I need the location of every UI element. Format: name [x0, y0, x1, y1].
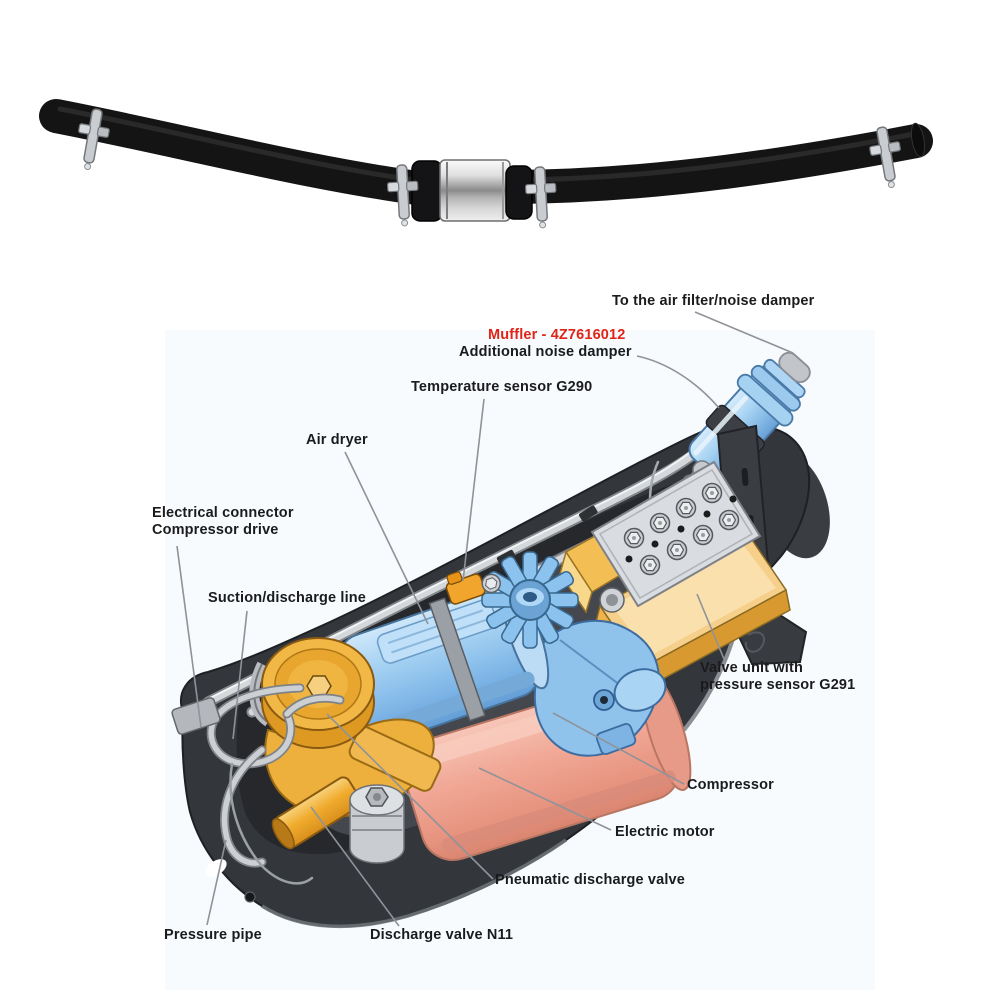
label-to-air-filter: To the air filter/noise damper — [612, 293, 814, 310]
label-text: Temperature sensor G290 — [411, 379, 593, 395]
label-text: Air dryer — [306, 432, 368, 448]
temperature-sensor-part — [445, 571, 501, 605]
label-text: Muffler - 4Z7616012 — [488, 327, 626, 343]
hose-right — [495, 124, 933, 204]
label-text: Pressure pipe — [164, 927, 262, 943]
front-tubes — [171, 683, 345, 885]
label-valve-unit: Valve unit with pressure sensor G291 — [700, 660, 855, 694]
label-text: pressure sensor G291 — [700, 677, 856, 693]
label-text: Electric motor — [615, 824, 715, 840]
label-compressor: Compressor — [687, 777, 774, 794]
label-discharge-valve-n11: Discharge valve N11 — [370, 927, 513, 944]
label-text: Additional noise damper — [459, 344, 632, 360]
label-additional-noise-damper: Additional noise damper — [459, 344, 632, 361]
cooling-fan — [481, 551, 579, 649]
label-text: Valve unit with — [700, 660, 803, 676]
mounting-boss — [349, 784, 405, 864]
compressor-part — [533, 619, 667, 757]
label-text: Electrical connector — [152, 505, 294, 521]
label-air-dryer: Air dryer — [306, 432, 368, 449]
label-text: Discharge valve N11 — [370, 927, 514, 943]
label-text: To the air filter/noise damper — [612, 293, 815, 309]
label-muffler-part-number: Muffler - 4Z7616012 — [488, 327, 625, 344]
label-suction-discharge-line: Suction/discharge line — [208, 590, 366, 607]
label-text: Pneumatic discharge valve — [495, 872, 685, 888]
label-text: Suction/discharge line — [208, 590, 366, 606]
label-pressure-pipe: Pressure pipe — [164, 927, 262, 944]
label-electric-motor: Electric motor — [615, 824, 715, 841]
muffler-photo — [411, 159, 533, 222]
leader-lines — [176, 311, 794, 927]
hose-photo — [39, 99, 933, 230]
label-text: Compressor — [687, 777, 774, 793]
hose-left — [39, 99, 441, 206]
label-pneumatic-discharge-valve: Pneumatic discharge valve — [495, 872, 685, 889]
diagram-illustration — [165, 311, 875, 990]
label-temperature-sensor: Temperature sensor G290 — [411, 379, 592, 396]
label-text: Compressor drive — [152, 522, 279, 538]
label-electrical-connector: Electrical connector Compressor drive — [152, 505, 294, 539]
electrical-connector-part — [171, 697, 221, 735]
